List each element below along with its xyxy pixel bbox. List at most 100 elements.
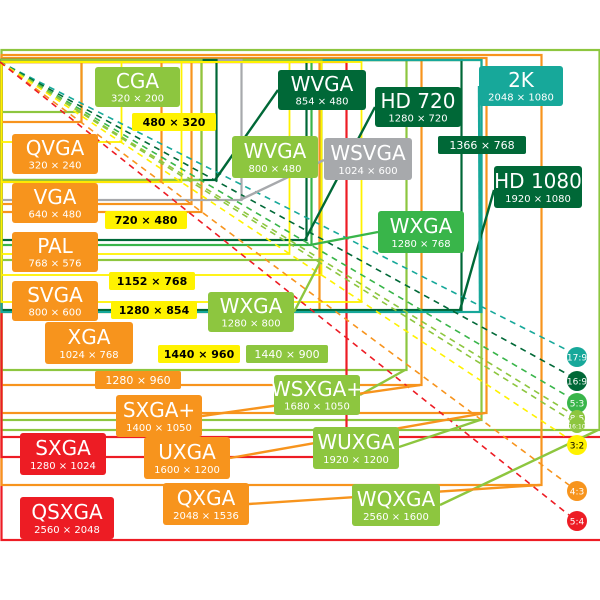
diagonal-r3_2 [0, 61, 570, 440]
resolution-name: QXGA [177, 486, 236, 510]
small-label-box [109, 272, 195, 290]
resolution-size: 2560 × 2048 [34, 525, 100, 536]
label-box [144, 437, 230, 479]
label-box [45, 322, 133, 364]
resolution-size: 1400 × 1050 [126, 423, 192, 434]
small-label-text: 1280 × 960 [105, 374, 170, 387]
small-label-box [132, 113, 216, 131]
small-label-s480x320: 480 × 320 [132, 113, 216, 131]
ratio-text: 3:2 [570, 442, 584, 452]
leader-wxga800 [292, 261, 322, 313]
resolution-name: QSXGA [31, 500, 103, 524]
ratio-badge-r16_9: 16:9 [567, 371, 587, 391]
label-box [324, 138, 412, 180]
small-label-text: 1440 × 960 [164, 348, 235, 361]
diagonal-r5_3 [0, 61, 570, 398]
resolution-size: 854 × 480 [296, 96, 349, 107]
small-label-box [95, 371, 181, 389]
resolution-name: CGA [116, 69, 159, 93]
small-label-box [105, 211, 187, 229]
label-box [163, 483, 249, 525]
ratio-badge-r5_3: 5:3 [567, 393, 587, 413]
resolution-size: 320 × 240 [29, 160, 82, 171]
label-box [232, 136, 318, 178]
resolution-size: 1024 × 768 [59, 350, 118, 361]
resolution-size: 1280 × 800 [221, 318, 280, 329]
diagonal-r16_9 [0, 61, 570, 376]
small-label-box [246, 345, 328, 363]
label-box [479, 66, 563, 106]
resolution-name: WUXGA [317, 430, 395, 454]
resolution-name: WSVGA [330, 141, 406, 165]
resolution-size: 2560 × 1600 [363, 512, 429, 523]
diagonal-r4_3 [0, 61, 570, 486]
resolution-size: 1024 × 600 [338, 166, 397, 177]
small-label-s1366x768: 1366 × 768 [438, 136, 526, 154]
ratio-circle [569, 417, 585, 433]
resolution-name: WVGA [244, 139, 307, 163]
ratio-circle [567, 371, 587, 391]
small-label-text: 720 × 480 [115, 214, 178, 227]
label-box [208, 292, 294, 332]
label-box [494, 166, 582, 208]
resolution-name: SVGA [27, 283, 83, 307]
resolution-name: HD 1080 [494, 169, 582, 193]
resolution-size: 800 × 600 [29, 307, 82, 318]
label-box [12, 183, 98, 223]
resolution-size: 1680 × 1050 [284, 401, 350, 412]
resolution-size: 1280 × 1024 [30, 461, 96, 472]
label-box [116, 395, 202, 437]
ratio-badge-r17_9: 17:9 [567, 347, 587, 367]
resolution-size: 1280 × 720 [388, 113, 447, 124]
resolution-name: XGA [68, 325, 111, 349]
leader-k2 [477, 85, 482, 313]
resolution-size: 640 × 480 [29, 209, 82, 220]
resolution-name: UXGA [158, 440, 216, 464]
resolution-size: 1920 × 1200 [323, 455, 389, 466]
small-label-s720x480: 720 × 480 [105, 211, 187, 229]
label-box [12, 232, 98, 272]
ratio-text: 4:3 [570, 488, 584, 498]
label-box [378, 211, 464, 253]
diagonal-r17_9 [0, 61, 570, 352]
leader-wsxgaplus [359, 368, 406, 397]
label-box [95, 67, 180, 107]
resolution-name: WQXGA [357, 487, 436, 511]
leader-wuxga [398, 418, 481, 449]
resolution-name: SXGA [35, 436, 91, 460]
ratio-text: 5:3 [570, 400, 584, 410]
label-wsxgaplus: WSXGA+1680 × 1050 [271, 375, 363, 415]
ratio-circle [567, 347, 587, 367]
resolution-size: 320 × 200 [111, 93, 164, 104]
resolution-name: WXGA [390, 214, 453, 238]
ratio-badge-r3_2: 3:2 [567, 435, 587, 455]
leader-wvga854 [214, 89, 279, 181]
ratio-badge-r16_10: 16:10 [568, 417, 586, 433]
small-label-s1280x854: 1280 × 854 [111, 301, 197, 319]
ratio-badge-r4_3: 4:3 [567, 481, 587, 501]
ratio-text: 16:9 [567, 378, 587, 388]
label-box [12, 281, 98, 321]
aspect-ratio-badges: 17:916:95:38:516:103:24:35:4 [567, 347, 587, 531]
small-label-box [158, 345, 240, 363]
small-label-s1280x960: 1280 × 960 [95, 371, 181, 389]
small-label-text: 1366 × 768 [449, 139, 514, 152]
diagonal-r8_5 [0, 61, 570, 413]
ratio-badge-r5_4: 5:4 [567, 511, 587, 531]
label-box [20, 433, 106, 475]
leader-wxga768 [309, 230, 379, 247]
